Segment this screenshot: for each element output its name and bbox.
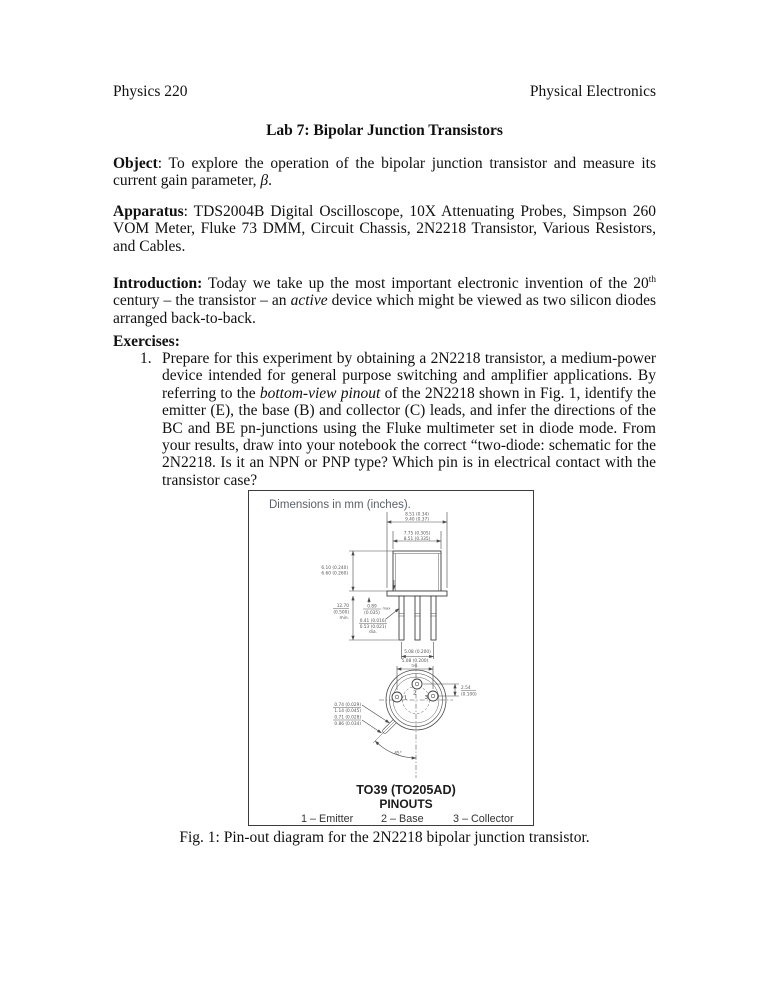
pin-3-number: 3: [424, 695, 428, 701]
dim-tab-angle: 45°: [394, 751, 402, 757]
can-inner-lines: [393, 553, 441, 591]
pinout-figure-svg: Dimensions in mm (inches). 8.51 (0.34) 9…: [269, 499, 514, 825]
dim-lead-dia-min: 0.41 (0.016): [360, 618, 387, 624]
dim-lead-length: 12.70: [337, 603, 350, 609]
dim-flange-dia-max: 9.40 (0.37): [405, 517, 429, 523]
package-title: TO39 (TO205AD): [356, 783, 456, 797]
dim-flange-dia-min: 8.51 (0.34): [405, 512, 429, 518]
header-subject: Physical Electronics: [529, 83, 656, 100]
pin-1-number: 1: [404, 695, 408, 701]
dim-cap-height-min: 6.10 (0.240): [321, 565, 348, 571]
tab-thickness-leader: [361, 719, 382, 734]
dim-lead-length-min: min.: [340, 615, 349, 621]
dim-extension-lines: [349, 550, 393, 592]
dim-pin-offset-in: (0.100): [461, 692, 477, 698]
dim-pin-offset: 2.54: [461, 685, 471, 691]
dim-pin-spacing: 5.08 (0.200): [402, 658, 429, 664]
dim-pin-spacing-typ: typ.: [412, 664, 419, 668]
dim-cap-dia-max: 8.51 (0.335): [404, 536, 431, 542]
introduction-paragraph: Introduction: Today we take up the most …: [113, 274, 656, 327]
dim-tab-thickness-max: 0.86 (0.034): [334, 721, 361, 727]
pin-2-lead: [414, 681, 420, 687]
pin-3-lead: [430, 693, 436, 699]
pin-1-pad: [391, 691, 403, 703]
page-header: Physics 220 Physical Electronics: [113, 83, 656, 101]
figure-caption: Fig. 1: Pin-out diagram for the 2N2218 b…: [179, 829, 590, 846]
apparatus-paragraph: Apparatus: TDS2004B Digital Oscilloscope…: [113, 203, 656, 255]
dim-flange-thickness: 0.89: [367, 604, 377, 610]
dim-cap-height-max: 6.60 (0.260): [321, 570, 348, 576]
dim-tab-width-min: 0.74 (0.029): [334, 702, 361, 708]
header-course: Physics 220: [113, 83, 188, 100]
legend-pin-1: 1 – Emitter: [301, 813, 354, 825]
pin-2-pad: [411, 678, 423, 690]
object-paragraph: Object: To explore the operation of the …: [113, 155, 656, 190]
lead-step-marks: [398, 613, 437, 617]
dim-flange-thickness-max: max: [383, 607, 392, 611]
legend-pin-3: 3 – Collector: [453, 813, 514, 825]
lead-dia-leader: [385, 608, 400, 620]
lead-2: [414, 595, 421, 641]
pin-1-lead: [394, 694, 400, 700]
lead-3: [430, 595, 437, 641]
figure-box: Dimensions in mm (inches). 8.51 (0.34) 9…: [248, 490, 534, 826]
dim-lead-dia-max: 0.53 (0.021): [360, 624, 387, 630]
dim-tab-thickness-min: 0.71 (0.028): [334, 715, 361, 721]
transistor-flange: [386, 590, 448, 597]
dim-tab-width-max: 1.14 (0.045): [334, 708, 361, 714]
dim-extension-lines: [386, 512, 448, 588]
dim-lead-length-in: (0.500): [333, 610, 349, 616]
dim-cap-dia-min: 7.75 (0.305): [404, 531, 431, 537]
exercises-heading: Exercises:: [113, 333, 180, 350]
tab-width-leader: [361, 704, 390, 724]
figure-note: Dimensions in mm (inches).: [269, 499, 411, 511]
pin-3-pad: [427, 690, 439, 702]
package-subtitle: PINOUTS: [379, 797, 432, 811]
lead-1: [398, 595, 405, 641]
tab-centerline: [372, 720, 396, 744]
dim-flange-thickness-in: (0.035): [364, 610, 380, 616]
exercise-item-number: 1.: [140, 350, 152, 367]
pin-2-number: 2: [413, 691, 417, 697]
dim-lead-dia-label: dia.: [369, 629, 377, 635]
legend-pin-2: 2 – Base: [381, 813, 424, 825]
angle-arc: [374, 740, 417, 760]
transistor-can-body: [392, 550, 442, 592]
dim-lead-spacing: 5.08 (0.200): [404, 649, 431, 655]
exercise-item-text: Prepare for this experiment by obtaining…: [162, 350, 656, 489]
exercise-item-1: 1. Prepare for this experiment by obtain…: [138, 350, 656, 489]
page-title: Lab 7: Bipolar Junction Transistors: [266, 122, 503, 139]
